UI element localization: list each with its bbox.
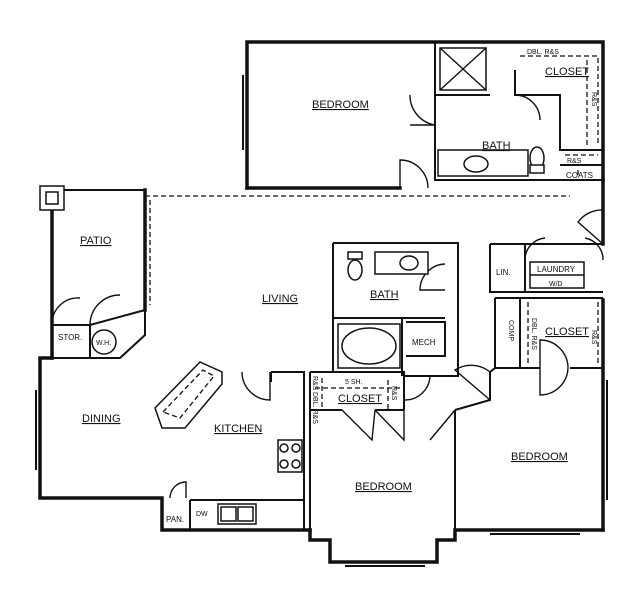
label-kitchen: KITCHEN: [214, 423, 262, 435]
label-closet-mid: CLOSET: [338, 393, 382, 405]
note-rs-closet-left: R&S: [311, 376, 318, 391]
label-lin: LIN.: [496, 268, 511, 277]
water-heater: [91, 329, 117, 355]
label-comp: COMP: [507, 320, 514, 341]
label-stor: STOR.: [58, 333, 82, 342]
note-dbl-rs-right: DBL. R&S: [530, 318, 537, 350]
note-dw: DW: [196, 511, 208, 518]
room-labels: BEDROOM BATH CLOSET COATS PATIO STOR. W.…: [58, 66, 593, 524]
label-closet-right: CLOSET: [545, 326, 589, 338]
note-rs-right: R&S: [590, 330, 597, 345]
note-dbl-rs-top: DBL. R&S: [527, 49, 559, 56]
label-pan: PAN.: [166, 515, 184, 524]
label-bedroom-top: BEDROOM: [312, 99, 369, 111]
label-wh: W.H.: [96, 340, 111, 347]
label-bath-mid: BATH: [370, 289, 399, 301]
label-bedroom-right: BEDROOM: [511, 451, 568, 463]
label-dining: DINING: [82, 413, 121, 425]
note-dbl-rs-closet-left: DBL. R&S: [311, 392, 318, 424]
note-shelf: 5 SH.: [345, 379, 363, 386]
note-rs-closet-right: R&S: [390, 386, 397, 401]
label-bedroom-mid: BEDROOM: [355, 481, 412, 493]
interior-walls: [52, 42, 603, 530]
label-living: LIVING: [262, 293, 298, 305]
annotations: DBL. R&S R&S R&S 5 SH. R&S DBL. R&S R&S …: [196, 49, 597, 518]
label-closet-top: CLOSET: [545, 66, 589, 78]
fixtures: [35, 47, 608, 567]
label-laundry: LAUNDRY: [537, 265, 576, 274]
label-patio: PATIO: [80, 235, 112, 247]
doors: [51, 94, 604, 499]
note-rs-coats: R&S: [567, 158, 582, 165]
sink-mid: [399, 255, 419, 271]
label-coats: COATS: [566, 171, 593, 180]
toilet-mid: [347, 251, 363, 260]
sink-top: [463, 155, 489, 173]
note-rs-top-right: R&S: [590, 92, 597, 107]
exterior-walls: [38, 40, 605, 564]
label-bath-top: BATH: [482, 140, 511, 152]
label-mech: MECH: [412, 338, 436, 347]
shelving-dashes: [149, 55, 599, 410]
kitchen-island: [154, 361, 223, 429]
note-wd: W/D: [549, 281, 563, 288]
